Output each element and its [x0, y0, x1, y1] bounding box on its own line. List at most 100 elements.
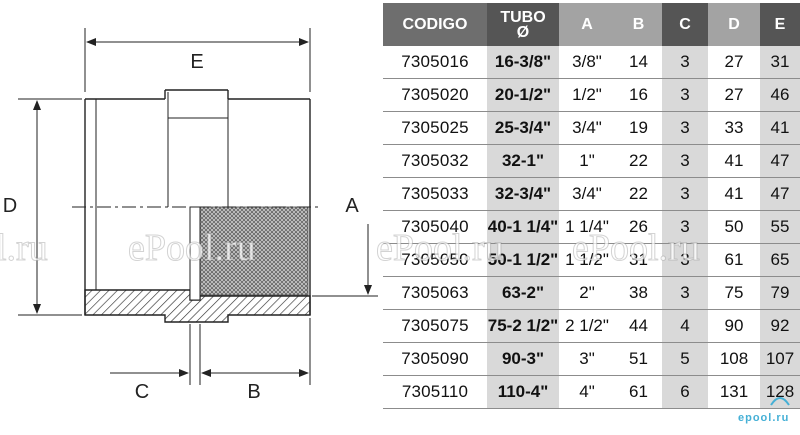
label-d: D	[3, 195, 17, 217]
cell-e: 47	[760, 144, 800, 178]
table-header-row: CODIGO TUBO Ø A B C D E	[383, 3, 800, 46]
cell-b: 14	[615, 46, 662, 79]
cell-tubo: 90-3"	[487, 342, 559, 376]
cell-d: 61	[708, 243, 760, 277]
fitting-upper-half	[84, 89, 311, 207]
cell-tubo: 40-1 1/4"	[487, 210, 559, 244]
cell-b: 31	[615, 243, 662, 277]
cell-tubo: 50-1 1/2"	[487, 243, 559, 277]
cell-e: 92	[760, 309, 800, 343]
cell-e: 107	[760, 342, 800, 376]
cell-d: 33	[708, 111, 760, 145]
header-a: A	[559, 3, 615, 46]
cell-d: 108	[708, 342, 760, 376]
cell-e: 79	[760, 276, 800, 310]
label-b: B	[247, 381, 260, 403]
cell-tubo: 75-2 1/2"	[487, 309, 559, 343]
cell-codigo: 7305090	[383, 342, 487, 376]
cell-a: 1 1/4"	[559, 210, 615, 244]
cell-d: 75	[708, 276, 760, 310]
cell-e: 55	[760, 210, 800, 244]
cell-d: 131	[708, 375, 760, 409]
brand-logo: epool.ru	[738, 412, 790, 424]
cell-d: 27	[708, 46, 760, 79]
cell-codigo: 7305075	[383, 309, 487, 343]
cell-codigo: 7305025	[383, 111, 487, 145]
hatched-center-wall	[189, 206, 201, 301]
cell-e: 47	[760, 177, 800, 211]
header-c: C	[662, 3, 708, 46]
cell-a: 1"	[559, 144, 615, 178]
cell-c: 3	[662, 78, 708, 112]
cell-a: 1/2"	[559, 78, 615, 112]
cell-b: 16	[615, 78, 662, 112]
cell-codigo: 7305040	[383, 210, 487, 244]
cell-d: 41	[708, 144, 760, 178]
cell-c: 3	[662, 243, 708, 277]
cell-b: 44	[615, 309, 662, 343]
cell-a: 3/4"	[559, 177, 615, 211]
cell-c: 3	[662, 111, 708, 145]
cell-a: 3/8"	[559, 46, 615, 79]
cell-codigo: 7305016	[383, 46, 487, 79]
cell-tubo: 32-3/4"	[487, 177, 559, 211]
cell-c: 4	[662, 309, 708, 343]
header-e: E	[760, 3, 800, 46]
cell-b: 22	[615, 177, 662, 211]
label-e: E	[190, 51, 203, 73]
header-tubo: TUBO Ø	[487, 3, 559, 46]
header-d: D	[708, 3, 760, 46]
cell-e: 65	[760, 243, 800, 277]
fitting-cross-section-drawing: E D A C B	[3, 28, 378, 403]
cell-codigo: 7305032	[383, 144, 487, 178]
cell-tubo: 25-3/4"	[487, 111, 559, 145]
cell-e: 41	[760, 111, 800, 145]
cell-b: 51	[615, 342, 662, 376]
cell-b: 26	[615, 210, 662, 244]
cell-d: 27	[708, 78, 760, 112]
cell-a: 3/4"	[559, 111, 615, 145]
label-a: A	[345, 195, 359, 217]
logo-icon	[770, 397, 790, 406]
cell-codigo: 7305020	[383, 78, 487, 112]
cell-d: 50	[708, 210, 760, 244]
cell-codigo: 7305110	[383, 375, 487, 409]
cell-e: 128	[760, 375, 800, 409]
cell-tubo: 32-1"	[487, 144, 559, 178]
cell-codigo: 7305050	[383, 243, 487, 277]
cell-a: 1 1/2"	[559, 243, 615, 277]
cell-c: 5	[662, 342, 708, 376]
thread-section	[199, 206, 309, 296]
cell-codigo: 7305033	[383, 177, 487, 211]
cell-d: 90	[708, 309, 760, 343]
cell-tubo: 20-1/2"	[487, 78, 559, 112]
cell-codigo: 7305063	[383, 276, 487, 310]
header-codigo: CODIGO	[383, 3, 487, 46]
cell-d: 41	[708, 177, 760, 211]
cell-c: 3	[662, 144, 708, 178]
cell-b: 38	[615, 276, 662, 310]
header-tubo-line2: Ø	[516, 23, 530, 41]
cell-a: 2 1/2"	[559, 309, 615, 343]
header-b: B	[615, 3, 662, 46]
cell-b: 61	[615, 375, 662, 409]
cell-c: 3	[662, 177, 708, 211]
cell-e: 46	[760, 78, 800, 112]
header-tubo-line1: TUBO	[500, 8, 546, 26]
cell-a: 2"	[559, 276, 615, 310]
cell-b: 22	[615, 144, 662, 178]
cell-a: 4"	[559, 375, 615, 409]
cell-tubo: 110-4"	[487, 375, 559, 409]
